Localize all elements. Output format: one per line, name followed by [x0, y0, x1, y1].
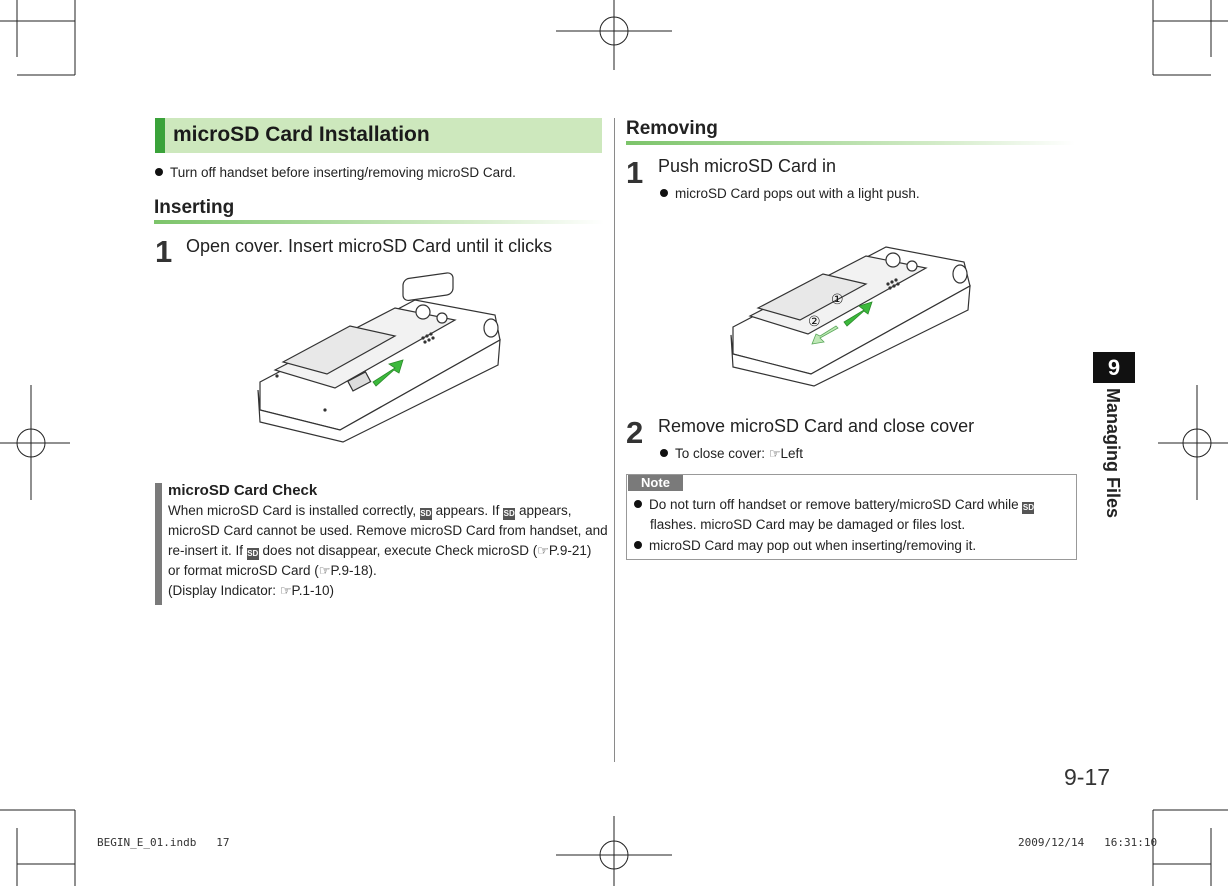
- note-box: [626, 474, 1077, 560]
- check-title: microSD Card Check: [168, 482, 318, 499]
- check-line-2: microSD Card cannot be used. Remove micr…: [168, 523, 608, 538]
- note-item-1: Do not turn off handset or remove batter…: [634, 495, 1070, 515]
- column-divider: [614, 118, 615, 762]
- subheading-rule: [154, 220, 604, 224]
- pointing-hand-icon: ☞: [279, 583, 292, 598]
- intro-bullet-text: Turn off handset before inserting/removi…: [170, 165, 516, 180]
- bullet-icon: [155, 168, 163, 176]
- bullet-icon: [660, 449, 668, 457]
- sd-card-error-icon: SD: [503, 508, 516, 520]
- microsd-check-callout: microSD Card Check When microSD Card is …: [168, 481, 608, 601]
- phone-insert-illustration: [257, 272, 501, 443]
- step-text: Open cover. Insert microSD Card until it…: [186, 236, 553, 256]
- check-callout-bar: [155, 483, 162, 605]
- bullet-icon: [634, 541, 642, 549]
- insert-arrow-icon: [372, 359, 404, 387]
- sd-card-icon: SD: [1022, 502, 1035, 514]
- chapter-title-vertical: Managing Files: [1095, 388, 1135, 528]
- page-number: 9-17: [1064, 764, 1111, 790]
- section-title-accent: [155, 118, 165, 153]
- sd-card-icon: SD: [419, 508, 432, 520]
- subheading-rule: [626, 141, 1075, 145]
- pointing-hand-icon: ☞: [537, 543, 549, 558]
- section-title-band: microSD Card Installation: [155, 118, 602, 153]
- bullet-icon: [660, 189, 668, 197]
- subheading-removing: Removing: [626, 118, 718, 139]
- check-line-5: (Display Indicator: ☞P.1-10): [168, 583, 334, 598]
- chapter-number-tab: 9: [1093, 352, 1135, 383]
- step-number: 2: [626, 415, 644, 450]
- footer-file: BEGIN_E_01.indb 17: [97, 836, 230, 849]
- section-title: microSD Card Installation: [173, 123, 430, 146]
- step-bullet: To close cover: ☞Left: [660, 446, 803, 462]
- marker-2: ②: [808, 314, 821, 330]
- push-arrow-icon: [843, 301, 873, 327]
- note-item-2: microSD Card may pop out when inserting/…: [634, 536, 976, 556]
- check-line-4: or format microSD Card (☞P.9-18).: [168, 563, 377, 578]
- pointing-hand-icon: ☞: [318, 563, 331, 578]
- step-text: Remove microSD Card and close cover: [658, 416, 975, 436]
- step-text: Push microSD Card in: [658, 156, 837, 176]
- pointing-hand-icon: ☞: [768, 446, 781, 461]
- chapter-title: Managing Files: [1103, 388, 1123, 519]
- check-line-1: When microSD Card is installed correctly…: [168, 503, 572, 520]
- pop-out-arrow-icon: [811, 325, 839, 345]
- note-item-1-cont: flashes. microSD Card may be damaged or …: [650, 517, 966, 532]
- step-number: 1: [626, 155, 644, 190]
- bullet-icon: [634, 500, 642, 508]
- sd-card-error-icon: SD: [246, 548, 259, 560]
- step-bullet: microSD Card pops out with a light push.: [660, 186, 920, 201]
- footer-timestamp: 2009/12/14 16:31:10: [1018, 836, 1158, 849]
- intro-bullet: Turn off handset before inserting/removi…: [155, 165, 516, 180]
- note-label: Note: [628, 475, 683, 491]
- step-number: 1: [155, 234, 173, 269]
- subheading-inserting: Inserting: [154, 197, 235, 218]
- marker-1: ①: [831, 292, 844, 308]
- phone-remove-illustration: ① ②: [730, 246, 971, 387]
- check-line-3: re-insert it. If SD does not disappear, …: [168, 543, 592, 560]
